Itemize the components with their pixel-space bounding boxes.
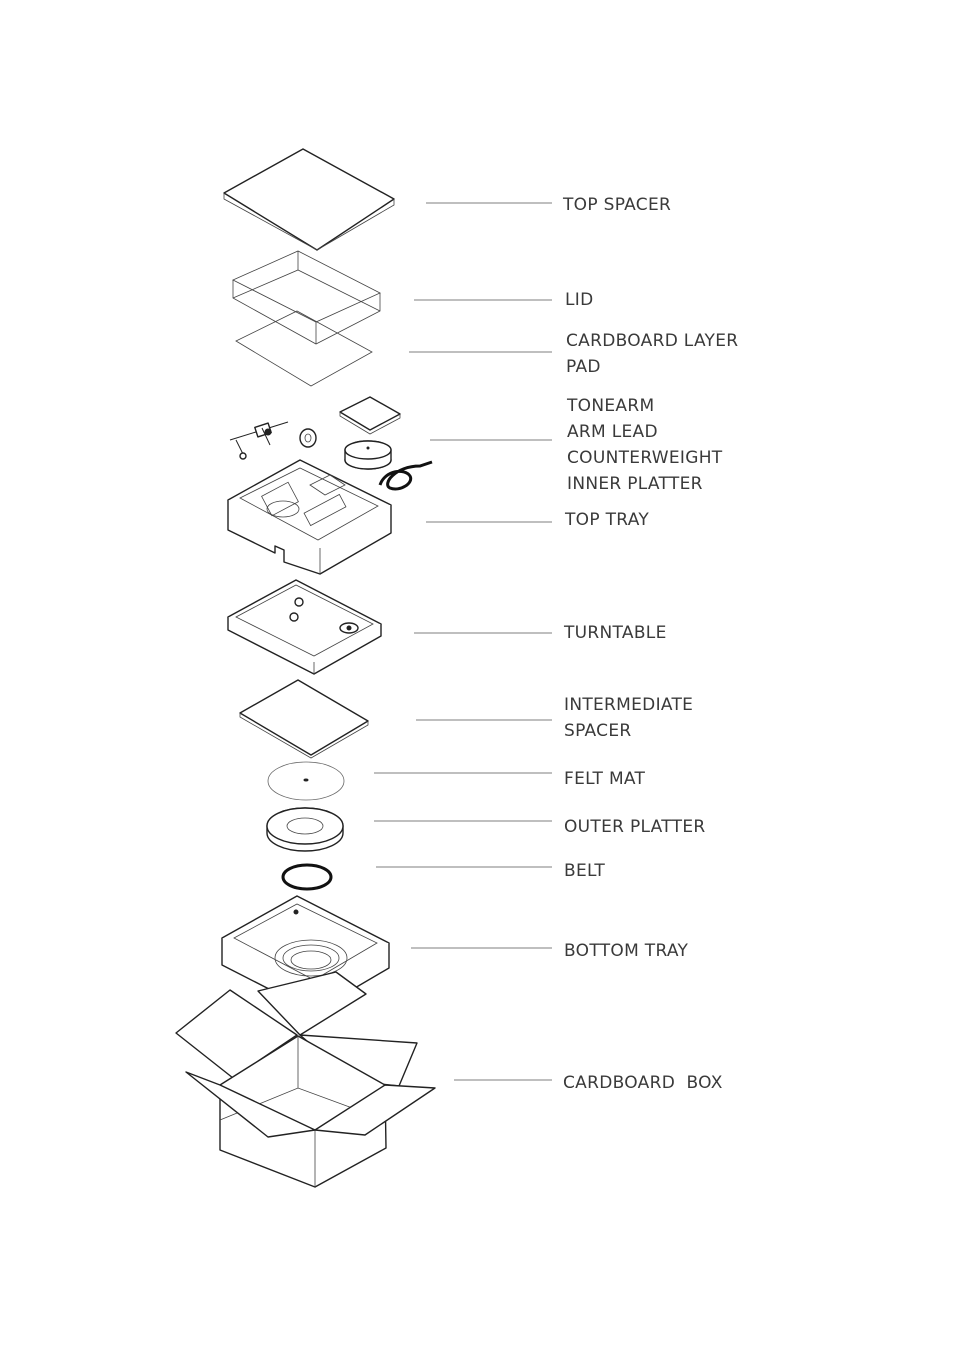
pad-part	[339, 396, 401, 435]
label-top-spacer: TOP SPACER	[562, 195, 671, 215]
belt-part	[281, 863, 333, 891]
label-felt-mat: FELT MAT	[564, 769, 646, 789]
label-spacer: SPACER	[564, 721, 632, 741]
label-inner-platter: INNER PLATTER	[567, 474, 703, 494]
outer-platter-part	[266, 807, 344, 852]
top-tray-part	[227, 459, 392, 575]
label-outer-platter: OUTER PLATTER	[564, 817, 706, 837]
inner-platter-part	[344, 440, 392, 470]
lid-part	[232, 250, 381, 345]
label-cardboard-layer: CARDBOARD LAYER	[566, 331, 738, 351]
label-pad: PAD	[566, 357, 601, 377]
label-counterweight: COUNTERWEIGHT	[567, 448, 723, 468]
top-spacer-part	[223, 148, 395, 251]
turntable-part	[227, 579, 382, 675]
label-tonearm: TONEARM	[566, 396, 654, 416]
label-lid: LID	[565, 290, 593, 310]
label-top-tray: TOP TRAY	[564, 510, 649, 530]
label-bottom-tray: BOTTOM TRAY	[564, 941, 688, 961]
intermediate-spacer-part	[239, 679, 369, 759]
arm-lead-part	[378, 460, 433, 491]
label-belt: BELT	[564, 861, 605, 881]
cardboard-box-part	[175, 971, 436, 1188]
label-arm-lead: ARM LEAD	[567, 422, 658, 442]
tonearm-part	[229, 421, 289, 460]
counterweight-part	[299, 428, 317, 448]
felt-mat-part	[267, 761, 345, 801]
label-turntable: TURNTABLE	[563, 623, 667, 643]
label-cardboard-box: CARDBOARD BOX	[563, 1073, 723, 1093]
cardboard-layer-part	[235, 310, 373, 387]
label-intermediate: INTERMEDIATE	[564, 695, 693, 715]
